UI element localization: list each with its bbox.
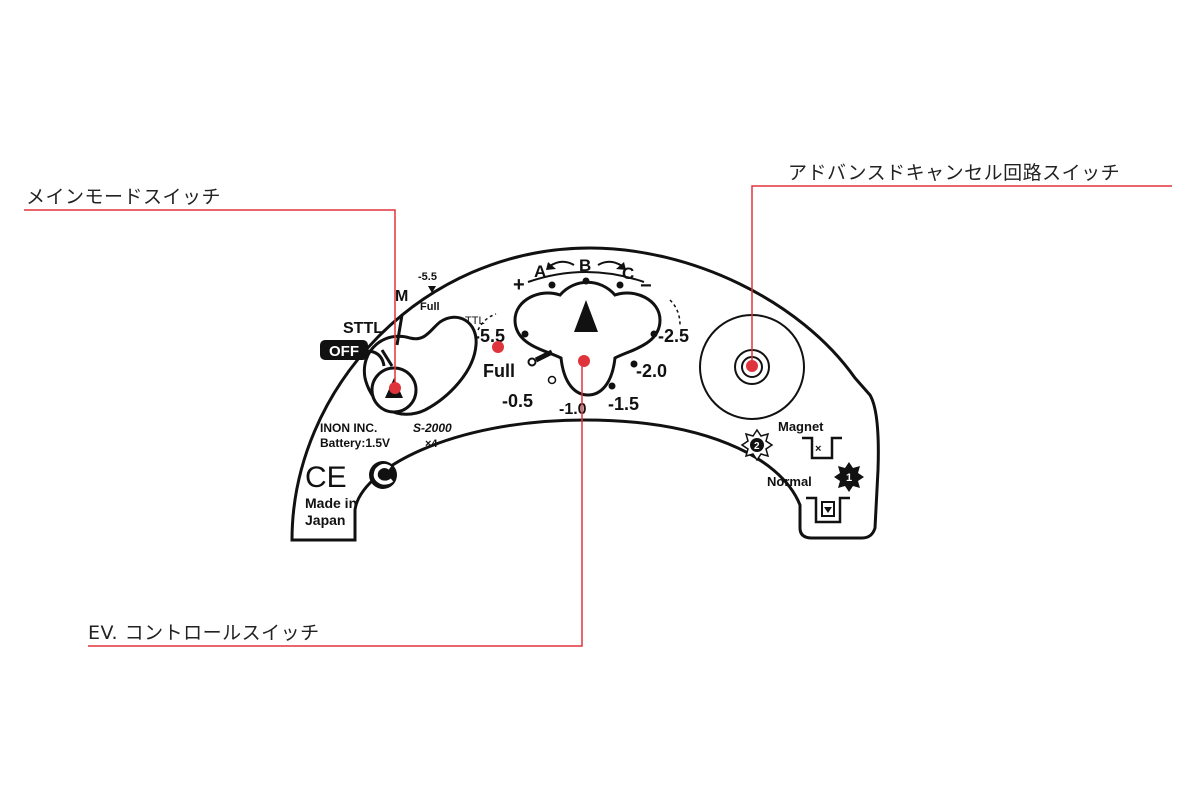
abc-left-arrow	[549, 260, 575, 267]
badge-2-circle	[750, 438, 764, 452]
dot-c	[616, 281, 624, 289]
c-tick-inner	[373, 463, 394, 485]
ttl-label: TTL	[465, 315, 485, 327]
mode-dial-line-2	[380, 349, 394, 367]
b-label: B	[579, 256, 591, 275]
abc-left-arrowhead	[546, 262, 556, 270]
ev-label-minus-1-0: -1.0	[559, 401, 587, 418]
battery-count-label: ×4	[425, 438, 438, 450]
ev-label-minus-1-5: -1.5	[608, 394, 639, 414]
c-label: C	[622, 264, 634, 283]
ev-dial-body[interactable]	[513, 280, 662, 397]
badge-1-label: 1	[846, 472, 852, 484]
normal-slot	[806, 496, 850, 524]
dot-b	[582, 277, 590, 285]
sttl-label: STTL	[343, 320, 383, 337]
ev-dial-pointer	[574, 300, 598, 332]
callout-line-advanced-cancel	[751, 185, 1172, 365]
badge-2-label: 2	[754, 441, 760, 452]
minus-dash-arc	[669, 299, 681, 326]
dot-a	[548, 281, 556, 289]
callout-line-main-mode	[24, 209, 396, 386]
ev-dot-minus-0-5	[547, 375, 557, 385]
magnet-slot	[802, 436, 842, 460]
ev-label-minus-2-0: -2.0	[636, 361, 667, 381]
ev-dot-minus-1-5	[608, 382, 616, 390]
abc-right-arrowhead	[616, 262, 626, 270]
callout-ev-control-switch: EV. コントロールスイッチ	[88, 622, 320, 644]
ev-label-minus-0-5: -0.5	[502, 391, 533, 411]
ev-dot-minus-5-5	[521, 330, 529, 338]
abc-right-arrow	[597, 260, 623, 267]
callout-main-mode-switch: メインモードスイッチ	[26, 186, 222, 208]
ev-dot-minus-2-5	[650, 330, 658, 338]
marker-ev-full	[492, 341, 504, 353]
off-label: OFF	[329, 343, 359, 360]
marker-advanced-cancel	[746, 360, 758, 372]
a-label: A	[534, 262, 546, 281]
ttl-dash-arc	[477, 313, 497, 331]
ev-dot-minus-2-0	[630, 360, 638, 368]
magnet-x-label: ×	[815, 443, 821, 455]
battery-label: Battery:1.5V	[320, 436, 390, 450]
mode-dial-line-1	[395, 314, 404, 346]
ce-mark: CE	[305, 461, 347, 494]
normal-magnet-arrow	[824, 507, 832, 513]
minus-label: −	[640, 275, 652, 297]
manual-full-label: Full	[420, 301, 440, 313]
ev-label-minus-5-5: -5.5	[474, 326, 505, 346]
marker-main-mode	[389, 382, 401, 394]
model-label: S-2000	[413, 421, 452, 435]
abc-arc	[527, 271, 645, 283]
badge-1-burst	[834, 462, 864, 492]
magnet-label: Magnet	[778, 419, 824, 434]
marker-ev-control	[578, 355, 590, 367]
japan-label: Japan	[305, 512, 345, 528]
callout-line-ev-control	[88, 362, 583, 647]
ev-label-minus-2-5: -2.5	[658, 326, 689, 346]
manual-arrow	[428, 286, 436, 293]
full-marker-tip	[527, 357, 537, 367]
normal-label: Normal	[767, 474, 812, 489]
ev-label-full: Full	[483, 361, 515, 381]
manual-minus-label: -5.5	[418, 271, 437, 283]
manual-label: M	[395, 288, 408, 305]
off-connector	[367, 349, 386, 367]
maker-label: INON INC.	[320, 421, 377, 435]
made-in-label: Made in	[305, 495, 357, 511]
full-marker	[534, 349, 554, 363]
callout-advanced-cancel-switch: アドバンスドキャンセル回路スイッチ	[788, 162, 1121, 184]
plus-label: +	[513, 274, 525, 296]
off-badge	[320, 340, 368, 360]
